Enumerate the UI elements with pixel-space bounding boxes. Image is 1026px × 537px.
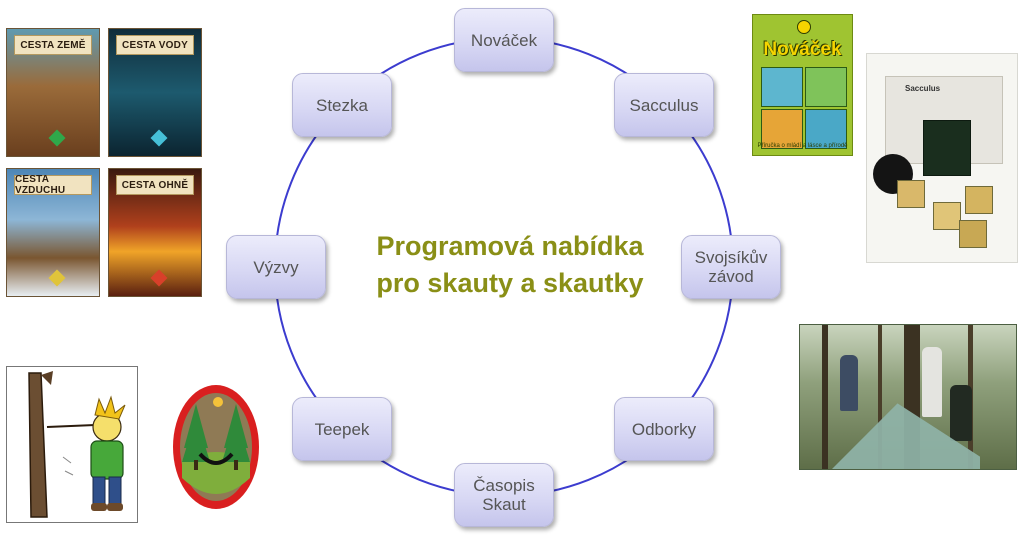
node-odborky-label: Odborky — [631, 419, 697, 439]
node-svojsikuv-zavod-label: Svojsíkův závod — [694, 248, 768, 286]
node-novacek-label: Nováček — [470, 30, 538, 50]
node-vyzvy-label: Výzvy — [253, 257, 299, 277]
gem-icon — [48, 269, 66, 287]
scout-figure — [840, 355, 858, 411]
game-card — [959, 220, 987, 248]
odborka-badge — [170, 382, 262, 512]
sacculus-game-photo: Sacculus — [866, 53, 1018, 263]
gem-icon — [48, 129, 66, 147]
cover-title: CESTA VODY — [116, 35, 194, 55]
cover-title: CESTA ZEMĚ — [14, 35, 92, 55]
scout-emblem-icon — [797, 20, 811, 34]
gem-icon — [150, 129, 168, 147]
novacek-book-title: Nováček — [763, 39, 842, 60]
node-casopis-skaut-label: Časopis Skaut — [473, 476, 535, 514]
book-cover-cesta-vody: CESTA VODY — [108, 28, 202, 157]
gem-icon — [150, 269, 168, 287]
game-card — [897, 180, 925, 208]
illustration-panel — [805, 109, 847, 149]
title-line-2: pro skauty a skautky — [376, 268, 644, 298]
node-novacek[interactable]: Nováček — [454, 8, 554, 72]
tree-trunk — [822, 325, 828, 469]
node-casopis-skaut[interactable]: Časopis Skaut — [454, 463, 554, 527]
cartoon-drawing — [28, 371, 126, 518]
illustration-panel — [805, 67, 847, 107]
cover-title: CESTA OHNĚ — [116, 175, 194, 195]
book-cover-cesta-vzduchu: CESTA VZDUCHU — [6, 168, 100, 297]
forest-scouts-photo — [799, 324, 1017, 470]
scout-figure — [922, 347, 942, 417]
novacek-book-subtitle: Příručka o mládí a lásce a přírodě — [757, 143, 848, 149]
badge-icon — [173, 385, 259, 509]
node-stezka-label: Stezka — [316, 95, 368, 115]
node-sacculus-label: Sacculus — [629, 95, 699, 115]
cover-title: CESTA VZDUCHU — [14, 174, 92, 196]
node-teepek[interactable]: Teepek — [292, 397, 392, 461]
node-teepek-label: Teepek — [314, 419, 370, 439]
cartoon-illustration — [6, 366, 138, 523]
title-line-1: Programová nabídka — [376, 231, 644, 261]
node-vyzvy[interactable]: Výzvy — [226, 235, 326, 299]
scout-figure — [950, 385, 972, 441]
node-svojsikuv-zavod[interactable]: Svojsíkův závod — [681, 235, 781, 299]
node-odborky[interactable]: Odborky — [614, 397, 714, 461]
node-stezka[interactable]: Stezka — [292, 73, 392, 137]
game-card — [965, 186, 993, 214]
book-cover-cesta-zeme: CESTA ZEMĚ — [6, 28, 100, 157]
game-card — [933, 202, 961, 230]
illustration-panel — [761, 67, 803, 107]
game-box — [923, 120, 971, 176]
diagram-title: Programová nabídka pro skauty a skautky — [330, 228, 690, 302]
tree-trunk — [878, 325, 882, 469]
sacculus-box-title: Sacculus — [905, 84, 941, 93]
node-sacculus[interactable]: Sacculus — [614, 73, 714, 137]
novacek-book-cover: Nováček Příručka o mládí a lásce a příro… — [752, 14, 853, 156]
illustration-panel — [761, 109, 803, 149]
book-cover-cesta-ohne: CESTA OHNĚ — [108, 168, 202, 297]
